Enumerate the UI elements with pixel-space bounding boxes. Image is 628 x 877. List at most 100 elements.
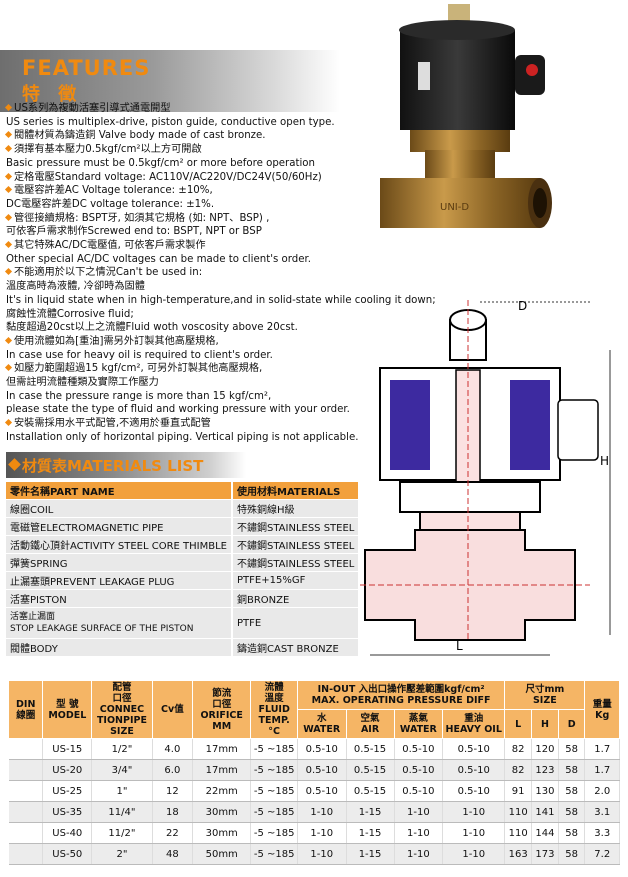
spec-cell: US-20 xyxy=(42,759,93,781)
feature-line: Other special AC/DC voltages can be made… xyxy=(6,253,311,266)
materials-header-band xyxy=(6,452,246,478)
feature-line: please state the type of fluid and worki… xyxy=(6,403,350,416)
col-steam: 蒸氣 WATER xyxy=(393,709,444,739)
feature-line: It's in liquid state when in high-temper… xyxy=(6,294,436,307)
spec-cell xyxy=(8,738,44,760)
spec-cell: 0.5-10 xyxy=(442,759,506,781)
bullet-icon xyxy=(4,419,13,427)
spec-cell: US-50 xyxy=(42,843,93,865)
bullet-icon xyxy=(4,364,13,372)
spec-cell: US-25 xyxy=(42,780,93,802)
spec-cell: US-40 xyxy=(42,822,93,844)
feature-text: 可依客戶需求制作Screwed end to: BSPT, NPT or BSP xyxy=(6,226,262,238)
feature-line: US series is multiplex-drive, piston gui… xyxy=(6,116,335,129)
spec-cell: 30mm xyxy=(192,801,252,823)
spec-table-wrap: DIN 線圈 型 號 MODEL 配管 口徑 CONNEC TIONPIPE S… xyxy=(7,680,620,865)
bullet-icon xyxy=(4,213,13,221)
feature-line: DC電壓容許差DC voltage tolerance: ±1%. xyxy=(6,198,214,211)
spec-cell: 2" xyxy=(91,843,153,865)
spec-cell: 0.5-10 xyxy=(297,738,347,760)
spec-cell: 0.5-15 xyxy=(346,759,395,781)
bullet-icon xyxy=(4,145,13,153)
col-water: 水 WATER xyxy=(296,709,347,739)
spec-cell: 22mm xyxy=(192,780,252,802)
spec-cell: 0.5-10 xyxy=(442,780,506,802)
feature-text: 電壓容許差AC Voltage tolerance: ±10%, xyxy=(14,185,213,197)
spec-cell: 1-15 xyxy=(346,822,395,844)
feature-text: DC電壓容許差DC voltage tolerance: ±1%. xyxy=(6,198,215,210)
features-header-band xyxy=(0,50,340,112)
col-weight: 重量 Kg xyxy=(584,680,620,739)
spec-cell: 50mm xyxy=(192,843,252,865)
bullet-icon xyxy=(4,103,13,112)
feature-line: 使用流體如為[重油]需另外訂製其他高壓規格, xyxy=(4,335,219,348)
spec-cell xyxy=(8,780,44,802)
feature-line: 須擇有基本壓力0.5kgf/cm²以上方可開啟 xyxy=(4,143,202,156)
header-diamond-icon xyxy=(8,458,21,471)
feature-text: 腐蝕性流體Corrosive fluid; xyxy=(6,308,134,320)
spec-cell: 1-10 xyxy=(442,843,506,865)
feature-text: 不能適用於以下之情況Can't be used in: xyxy=(14,267,203,279)
spec-cell: 82 xyxy=(504,759,533,781)
feature-line: 黏度超過20cst以上之流體Fluid woth voscosity above… xyxy=(6,321,298,334)
feature-text: 安裝需採用水平式配管,不適用於垂直式配管 xyxy=(14,418,211,430)
spec-cell: 110 xyxy=(504,822,533,844)
col-orifice: 節流 口徑 ORIFICE MM xyxy=(191,680,252,739)
valve-marking-text: UNI-D xyxy=(440,202,469,213)
spec-cell: 82 xyxy=(504,738,533,760)
spec-cell: 1" xyxy=(91,780,153,802)
spec-cell: 1-15 xyxy=(346,801,395,823)
spec-cell: 58 xyxy=(558,801,586,823)
features-title-zh: 特 徵 xyxy=(22,84,83,105)
bullet-icon xyxy=(4,336,13,344)
material-cell: 不鏽鋼STAINLESS STEEL xyxy=(233,536,361,553)
feature-line: Basic pressure must be 0.5kgf/cm² or mor… xyxy=(6,157,315,170)
feature-text: It's in liquid state when in high-temper… xyxy=(6,294,436,306)
spec-cell: US-15 xyxy=(42,738,93,760)
spec-cell: 1-15 xyxy=(346,843,395,865)
part-name-cell: 線圈COIL xyxy=(6,500,233,517)
spec-cell: 48 xyxy=(152,843,193,865)
spec-cell: 0.5-15 xyxy=(346,738,395,760)
spec-cell: 123 xyxy=(531,759,559,781)
bullet-icon xyxy=(4,268,13,276)
col-model: 型 號 MODEL xyxy=(42,680,93,739)
part-name-cell: 止漏塞頭PREVENT LEAKAGE PLUG xyxy=(6,572,233,589)
col-cv: Cv值 xyxy=(151,680,193,739)
feature-text: In case the pressure range is more than … xyxy=(6,390,272,402)
spec-cell: 4.0 xyxy=(152,738,193,760)
spec-cell: -5 ~185 xyxy=(250,822,298,844)
spec-cell: 0.5-10 xyxy=(394,738,444,760)
dim-h-label: H xyxy=(600,454,609,468)
table-row: 活塞止漏面 STOP LEAKAGE SURFACE OF THE PISTON… xyxy=(6,608,361,638)
spec-cell: 1-10 xyxy=(394,843,444,865)
feature-line: In case use for heavy oil is required to… xyxy=(6,349,273,362)
spec-cell: 141 xyxy=(531,801,559,823)
col-l: L xyxy=(504,709,533,739)
feature-text: 管徑接續規格: BSPT牙, 如須其它規格 (如: NPT、BSP) , xyxy=(14,212,270,224)
col-temp: 流體 溫度 FLUID TEMP. °C xyxy=(250,680,298,739)
spec-cell: 1-10 xyxy=(297,822,347,844)
material-cell: PTFE xyxy=(233,608,361,638)
bullet-icon xyxy=(4,172,13,180)
spec-cell: -5 ~185 xyxy=(250,843,298,865)
col-oil: 重油 HEAVY OIL xyxy=(442,709,506,739)
feature-line: 如壓力範圍超過15 kgf/cm², 可另外訂製其他高壓規格, xyxy=(4,362,262,375)
feature-text: Basic pressure must be 0.5kgf/cm² or mor… xyxy=(6,157,316,169)
spec-cell: 1-10 xyxy=(394,801,444,823)
bullet-icon xyxy=(4,131,13,139)
spec-cell: 163 xyxy=(504,843,533,865)
spec-cell: 120 xyxy=(531,738,559,760)
spec-cell: US-35 xyxy=(42,801,93,823)
spec-cell: 3.1 xyxy=(584,801,620,823)
spec-cell: 58 xyxy=(558,822,586,844)
spec-cell: 1/2" xyxy=(91,738,153,760)
spec-cell: 17mm xyxy=(192,759,252,781)
spec-cell xyxy=(8,801,44,823)
feature-text: US系列為複動活塞引導式通電開型 xyxy=(14,103,171,114)
